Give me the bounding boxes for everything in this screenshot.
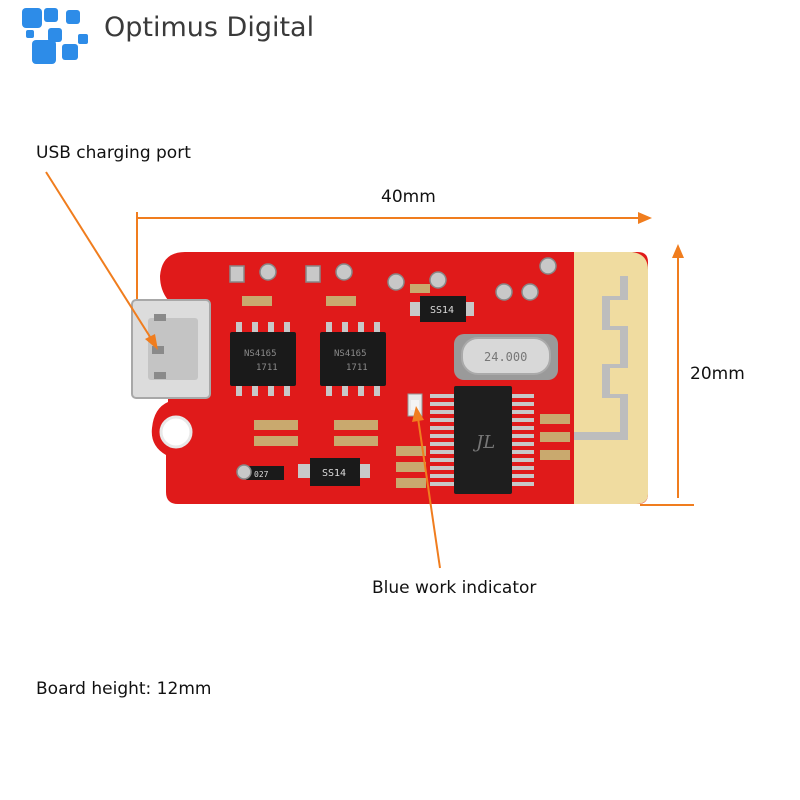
mounting-hole xyxy=(159,415,193,449)
usb-annotation-arrow xyxy=(45,171,158,350)
antenna-area xyxy=(574,252,648,504)
diode-bottom-marking: SS14 xyxy=(322,468,346,479)
bottom-pads xyxy=(236,464,252,480)
bt-chip: JL xyxy=(430,386,534,494)
height-dimension-line xyxy=(640,244,694,506)
diode-bottom: SS14 xyxy=(298,458,370,486)
resistor-027: 027 xyxy=(246,466,284,480)
width-label: 40mm xyxy=(381,187,436,207)
brand-name: Optimus Digital xyxy=(104,12,315,43)
top-pads xyxy=(229,257,557,301)
diode-top: SS14 xyxy=(410,296,474,322)
top-smd-parts xyxy=(242,284,430,306)
resistor-marking: 027 xyxy=(254,470,269,479)
amp-chip-1-marking: NS4165 xyxy=(244,349,277,359)
bt-chip-marking: JL xyxy=(472,432,495,453)
pixel-logo-icon xyxy=(22,8,88,64)
amp-chip-1: NS4165 1711 xyxy=(230,322,296,396)
diode-top-marking: SS14 xyxy=(430,305,454,316)
amp-chip-2: NS4165 1711 xyxy=(320,322,386,396)
led-annotation-arrow xyxy=(412,406,441,569)
crystal-marking: 24.000 xyxy=(484,350,527,364)
crystal: 24.000 xyxy=(454,334,558,380)
width-dimension-line xyxy=(136,212,652,300)
height-label: 20mm xyxy=(690,364,745,384)
indicator-label: Blue work indicator xyxy=(372,578,537,598)
usb-port xyxy=(131,299,211,399)
smd-cluster xyxy=(254,414,570,488)
usb-port-label: USB charging port xyxy=(36,143,191,163)
amp-chip-1-subtext: 1711 xyxy=(256,363,278,373)
amp-chip-2-subtext: 1711 xyxy=(346,363,368,373)
amp-chip-2-marking: NS4165 xyxy=(334,349,367,359)
board-height-label: Board height: 12mm xyxy=(36,679,212,699)
